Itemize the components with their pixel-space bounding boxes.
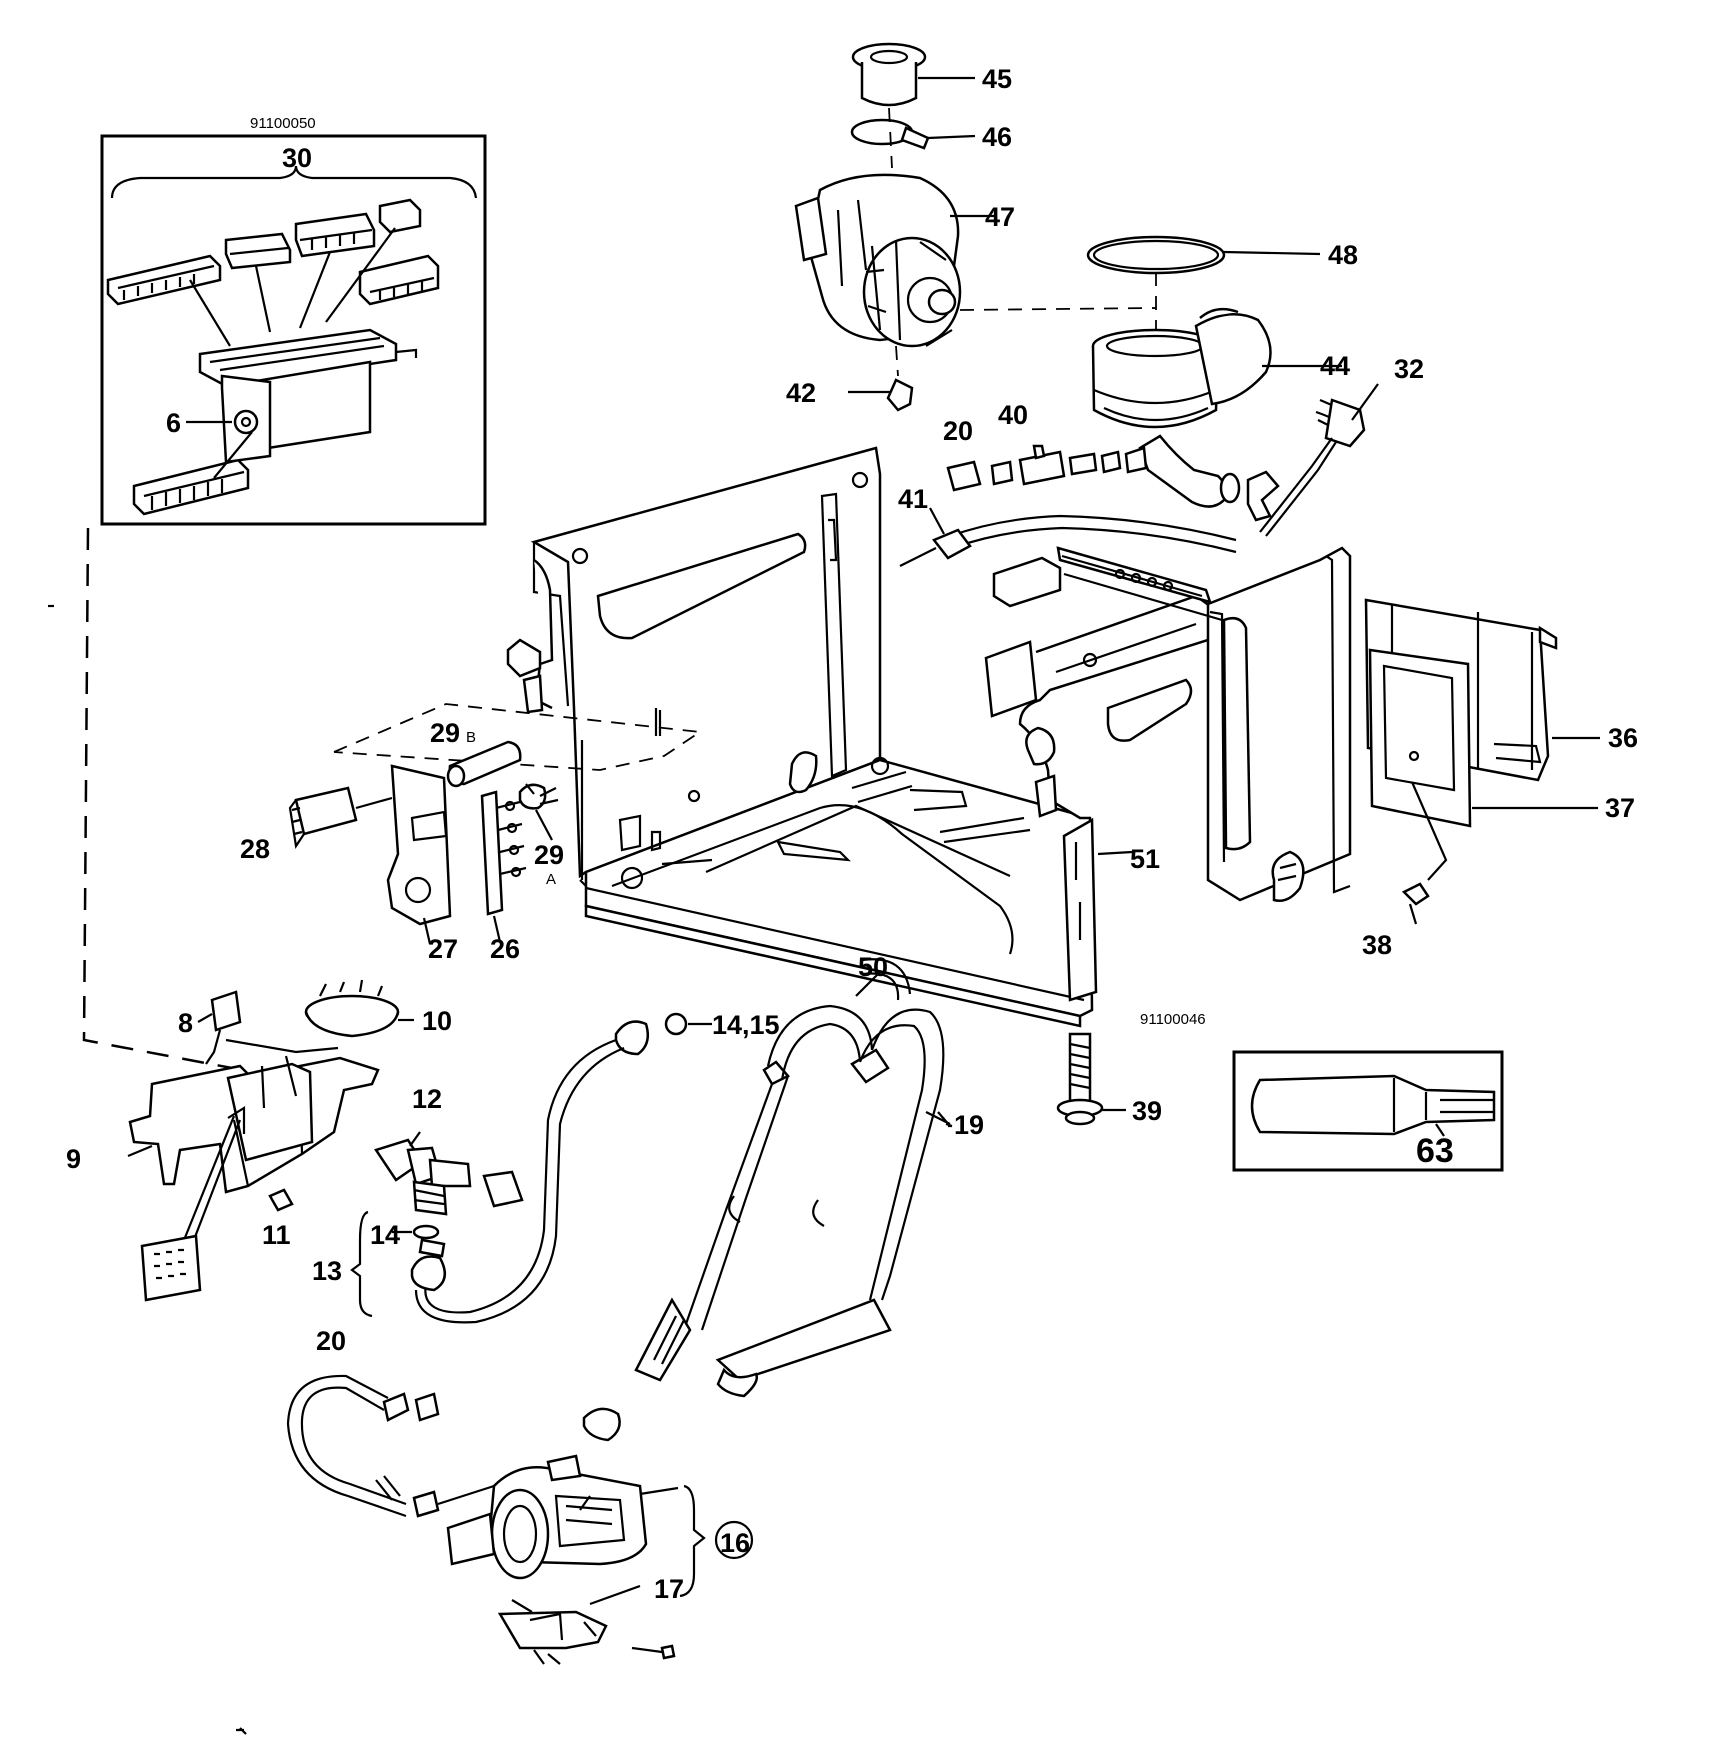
label-27: 27 [428, 934, 458, 964]
label-20-top: 20 [943, 416, 973, 446]
label-11: 11 [262, 1220, 291, 1250]
inlet-valve-top: 20 40 [943, 400, 1148, 492]
drain-hoses: 50 19 [582, 952, 984, 1442]
label-14-15: 14,15 [712, 1010, 780, 1040]
label-8: 8 [178, 1008, 193, 1038]
label-44: 44 [1320, 351, 1350, 381]
hose-41: 41 [898, 484, 1237, 567]
label-36: 36 [1608, 723, 1638, 753]
tool-63-frame [1232, 1050, 1504, 1172]
label-42: 42 [786, 378, 816, 408]
tool-63: 63 [1232, 1050, 1504, 1172]
label-28: 28 [240, 834, 270, 864]
label-47: 47 [985, 202, 1015, 232]
connector-blocks [106, 198, 440, 516]
label-48: 48 [1328, 240, 1358, 270]
label-9: 9 [66, 1144, 81, 1174]
label-40: 40 [998, 400, 1028, 430]
brace-30 [110, 165, 478, 199]
label-12: 12 [412, 1084, 442, 1114]
label-39: 39 [1132, 1096, 1162, 1126]
label-41: 41 [898, 484, 928, 514]
label-20-bottom: 20 [316, 1326, 346, 1356]
valve-12: 12 [374, 1084, 524, 1216]
label-30: 30 [282, 143, 312, 173]
inset-reference-number: 91100050 [250, 115, 316, 132]
stray-mark-bottom [236, 1727, 247, 1735]
label-50: 50 [858, 952, 888, 982]
label-29a: 29 [534, 840, 564, 870]
label-38: 38 [1362, 930, 1392, 960]
label-6: 6 [166, 408, 181, 438]
drain-pump-assembly: 20 16 17 [286, 1326, 754, 1665]
electrical-components: 29 B 27 28 26 29 A [240, 703, 703, 964]
inlet-hose-13: 14,15 14 13 [312, 1010, 780, 1324]
label-63: 63 [1416, 1132, 1454, 1170]
label-26: 26 [490, 934, 520, 964]
label-32: 32 [1394, 354, 1424, 384]
bracket-assembly-9: 10 8 9 11 [66, 979, 452, 1302]
inset-frame [100, 134, 487, 526]
control-unit-inset: 91100050 30 [100, 115, 487, 526]
label-37: 37 [1605, 793, 1635, 823]
label-45: 45 [982, 64, 1012, 94]
label-46: 46 [982, 122, 1012, 152]
dishwasher-base-frame: 51 36 37 38 91100046 [506, 446, 1638, 1028]
screw-39: 39 [1056, 1032, 1162, 1126]
label-16: 16 [720, 1528, 750, 1558]
label-29b: 29 [430, 718, 460, 748]
inset-link-dashed-line [82, 527, 233, 1070]
label-13: 13 [312, 1256, 342, 1286]
label-19: 19 [954, 1110, 984, 1140]
connector-leaders [189, 227, 396, 347]
label-17: 17 [654, 1574, 684, 1604]
leader-connector-bottom [213, 431, 253, 479]
main-reference-number: 91100046 [1140, 1011, 1206, 1028]
circulation-pump-assembly: 45 46 47 42 48 [786, 42, 1358, 522]
power-cord: 32 [1259, 354, 1424, 537]
label-51: 51 [1130, 844, 1160, 874]
label-29b-sub: B [466, 729, 476, 746]
mounting-outline [333, 703, 703, 771]
label-29a-sub: A [546, 871, 556, 888]
control-unit [198, 328, 418, 464]
label-14: 14 [370, 1220, 400, 1250]
label-10: 10 [422, 1006, 452, 1036]
